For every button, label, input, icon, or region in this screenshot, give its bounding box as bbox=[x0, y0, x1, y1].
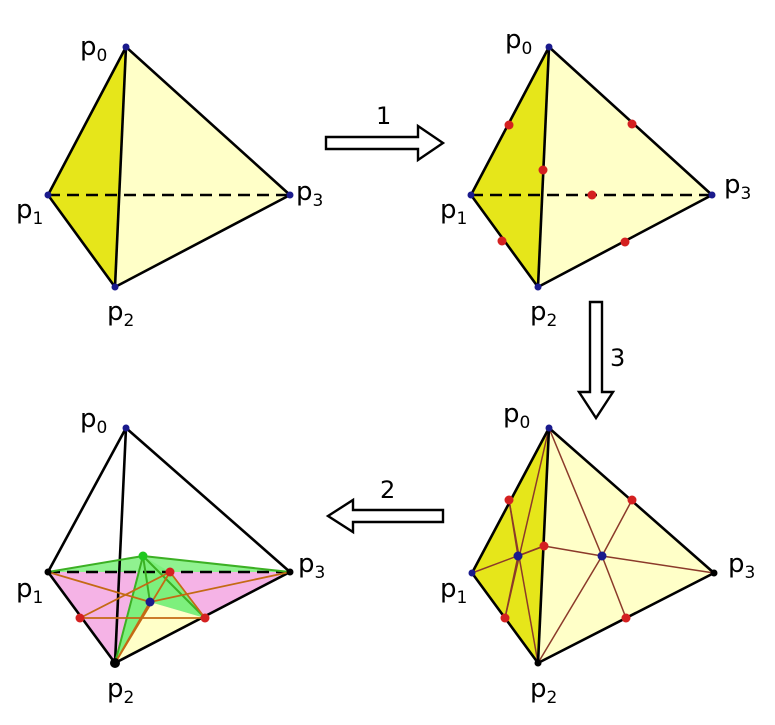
label-p0: p0 bbox=[80, 404, 107, 438]
edge-p0-p3 bbox=[125, 427, 291, 573]
label-p3: p3 bbox=[724, 170, 751, 204]
midpoint-p0-p3 bbox=[627, 119, 637, 129]
vertex-p1 bbox=[467, 191, 475, 199]
midpoint-p1-p2 bbox=[75, 613, 85, 623]
label-p3: p3 bbox=[298, 549, 325, 583]
edge-p0-p1 bbox=[46, 427, 128, 573]
face-p0-p2-p3 bbox=[538, 428, 714, 663]
face-center-base bbox=[145, 597, 155, 607]
panel-original-tetrahedron: p0 p1 p2 p3 bbox=[16, 32, 323, 331]
panel-resulting-decomposition: p0 p1 p2 p3 bbox=[16, 404, 325, 708]
right-face-subdivision bbox=[537, 427, 715, 664]
panel-face-subdivision: p0 p1 p2 p3 bbox=[440, 399, 755, 708]
label-p0: p0 bbox=[503, 399, 530, 433]
step-2-label: 2 bbox=[380, 476, 395, 504]
vertex-p0 bbox=[545, 43, 553, 51]
label-p3: p3 bbox=[728, 549, 755, 583]
label-p2: p2 bbox=[530, 674, 557, 708]
label-p3: p3 bbox=[296, 177, 323, 211]
inner-face-green-3 bbox=[115, 556, 150, 663]
left-face-subdivision bbox=[471, 427, 550, 664]
midpoint-p1-p3 bbox=[587, 190, 597, 200]
midpoint-p0-p2 bbox=[538, 165, 548, 175]
label-p1: p1 bbox=[440, 195, 467, 229]
midpoint-p0-p1 bbox=[504, 120, 514, 130]
step-1-label: 1 bbox=[376, 102, 391, 130]
midpoint-p1-p3 bbox=[165, 567, 175, 577]
label-p2: p2 bbox=[107, 674, 134, 708]
face-p0-p2-p3 bbox=[538, 47, 712, 287]
midpoint-p2-p3 bbox=[620, 237, 630, 247]
panel-edge-midpoints: p0 p1 p2 p3 bbox=[440, 25, 751, 331]
label-p1: p1 bbox=[16, 195, 43, 229]
label-p2: p2 bbox=[530, 297, 557, 331]
arrow-step-2: 2 bbox=[325, 476, 445, 535]
green-point bbox=[138, 551, 148, 561]
vertex-p1 bbox=[44, 191, 52, 199]
label-p0: p0 bbox=[80, 32, 107, 66]
right-arrow-icon bbox=[324, 123, 446, 163]
midpoint-p0-p3 bbox=[627, 495, 637, 505]
face-p0-p1-p2 bbox=[48, 47, 126, 287]
vertex-p1 bbox=[468, 569, 476, 577]
vertex-p2 bbox=[534, 659, 542, 667]
vertex-p0 bbox=[122, 43, 130, 51]
vertex-p0 bbox=[122, 424, 130, 432]
step-3-label: 3 bbox=[610, 344, 625, 372]
label-p2: p2 bbox=[107, 297, 134, 331]
orange-edges bbox=[47, 571, 291, 664]
vertex-p3 bbox=[708, 191, 716, 199]
left-arrow-icon bbox=[325, 497, 445, 535]
face-p0-p1-p2 bbox=[472, 428, 549, 663]
vertex-p3 bbox=[286, 568, 294, 576]
arrow-step-1: 1 bbox=[324, 102, 446, 163]
face-center-right bbox=[597, 551, 607, 561]
green-edges bbox=[47, 555, 291, 664]
edge-p0-p2 bbox=[113, 46, 128, 288]
midpoint-p2-p3 bbox=[200, 613, 210, 623]
vertex-p1 bbox=[44, 568, 52, 576]
label-p1: p1 bbox=[16, 574, 43, 608]
inner-face-green-1 bbox=[48, 556, 290, 572]
vertex-p3 bbox=[710, 569, 718, 577]
vertex-p3 bbox=[286, 191, 294, 199]
vertex-p2 bbox=[111, 283, 119, 291]
arrow-step-3: 3 bbox=[576, 300, 625, 421]
edge-p0-p2 bbox=[113, 427, 128, 664]
face-center-left bbox=[513, 551, 523, 561]
down-arrow-icon bbox=[576, 300, 616, 421]
midpoint-p2-p3 bbox=[621, 613, 631, 623]
midpoint-p1-p2 bbox=[500, 613, 510, 623]
face-p0-p2-p3 bbox=[115, 47, 290, 287]
label-p1: p1 bbox=[440, 574, 467, 608]
vertex-p0 bbox=[545, 424, 553, 432]
vertex-p2 bbox=[110, 658, 120, 668]
midpoint-p0-p1 bbox=[504, 495, 514, 505]
face-p0-p1-p2 bbox=[471, 47, 549, 287]
vertex-p2 bbox=[534, 283, 542, 291]
label-p0: p0 bbox=[505, 25, 532, 59]
midpoint-p1-p2 bbox=[497, 236, 507, 246]
midpoint-p0-p2 bbox=[539, 541, 549, 551]
